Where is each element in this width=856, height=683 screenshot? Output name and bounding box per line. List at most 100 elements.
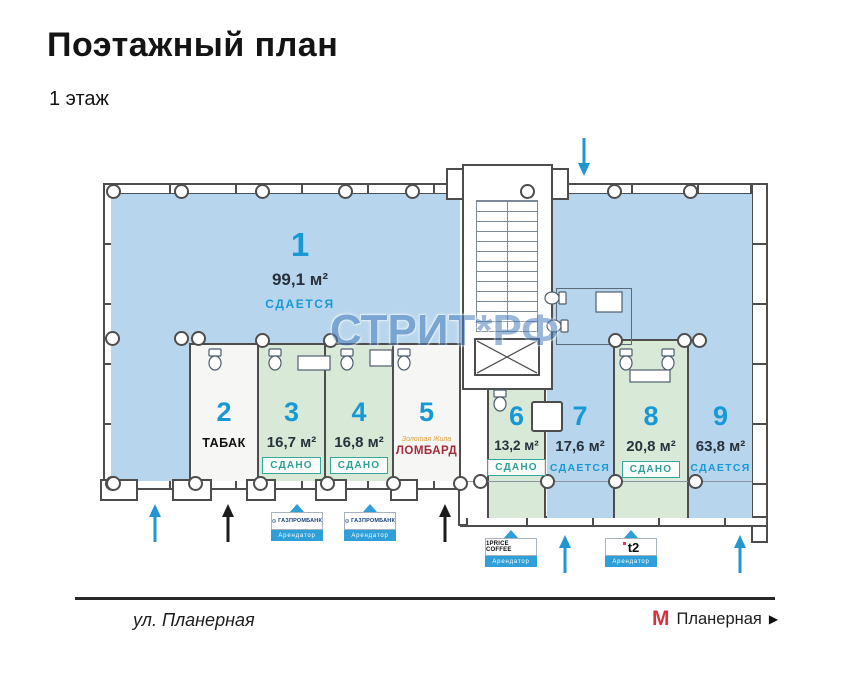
vent-shaft-box — [531, 401, 563, 432]
stairs — [476, 200, 538, 332]
entrance-arrow-unit1-icon — [149, 504, 161, 542]
badge-pointer-icon — [624, 530, 638, 538]
column-marker — [173, 183, 189, 199]
column-marker — [607, 473, 623, 489]
badge-pointer-icon — [504, 530, 518, 538]
unit-5-number: 5 — [418, 397, 435, 427]
street-line — [75, 597, 775, 600]
unit-4-area: 16,8 м² — [334, 434, 384, 451]
badge-brand-text: t2 — [627, 539, 640, 555]
unit-3-label: 3 16,7 м² СДАНО — [259, 398, 324, 474]
gazprombank-logo: ГАЗПРОМБАНК — [344, 512, 396, 530]
unit-6-area: 13,2 м² — [494, 438, 539, 453]
unit-1-area: 99,1 м² — [271, 270, 329, 289]
column-marker — [105, 183, 121, 199]
corridor-region — [462, 390, 489, 518]
wall-unit6-right — [544, 383, 546, 518]
badge-price-coffee: 1PRICE COFFEE Арендатор — [485, 530, 537, 567]
wall-unit6-left — [487, 383, 489, 518]
unit-9-number: 9 — [712, 401, 729, 431]
unit-6-number: 6 — [508, 401, 525, 431]
elevator — [474, 338, 540, 376]
entrance-arrow-unit7-icon — [559, 535, 571, 573]
unit-7-status: СДАЕТСЯ — [549, 462, 611, 474]
badge-pointer-icon — [290, 504, 304, 512]
column-marker — [105, 475, 121, 491]
entrance-arrow-unit2-icon — [222, 504, 234, 542]
gazprombank-flame-icon — [272, 519, 276, 523]
column-marker — [104, 330, 120, 346]
floor-subtitle: 1 этаж — [49, 88, 109, 110]
column-marker — [404, 183, 420, 199]
unit-6-label: 6 13,2 м² СДАНО — [487, 402, 546, 476]
column-marker — [691, 332, 707, 348]
unit-7-area: 17,6 м² — [555, 438, 605, 455]
unit-1-number: 1 — [290, 226, 310, 263]
column-marker — [322, 332, 338, 348]
unit-3-area: 16,7 м² — [266, 434, 317, 451]
beam-line — [462, 481, 752, 482]
unit-4-label: 4 16,8 м² СДАНО — [326, 398, 392, 474]
badge-gazprombank-2: ГАЗПРОМБАНК Арендатор — [344, 504, 396, 541]
metro-logo: М — [652, 607, 670, 630]
column-marker — [519, 183, 535, 199]
badge-t2: t2 Арендатор — [605, 530, 657, 567]
gazprombank-flame-icon — [345, 519, 349, 523]
bathroom-block — [556, 288, 632, 345]
column-marker — [682, 183, 698, 199]
entrance-arrow-unit9-icon — [734, 535, 746, 573]
badge-tenant-label: Арендатор — [271, 530, 323, 541]
column-marker — [337, 183, 353, 199]
wall-unit4-left — [324, 343, 326, 482]
column-marker — [687, 473, 703, 489]
column-marker — [252, 475, 268, 491]
t2-logo: t2 — [605, 538, 657, 556]
wall-unit5-right — [459, 343, 461, 482]
wall-right — [751, 183, 768, 543]
t2-accent-icon — [622, 541, 626, 545]
column-marker — [190, 330, 206, 346]
watermark: СТРИТ*РФ — [330, 306, 559, 355]
unit-9-status: СДАЕТСЯ — [690, 462, 751, 474]
unit-3-status: СДАНО — [262, 457, 321, 474]
unit-8-number: 8 — [643, 401, 659, 431]
unit-8-status: СДАНО — [621, 461, 681, 478]
column-marker — [187, 475, 203, 491]
column-marker — [472, 473, 488, 489]
unit-2-label: 2 ТАБАК — [191, 398, 257, 450]
wall-unit8-top — [613, 339, 689, 341]
unit-1-status: СДАЕТСЯ — [265, 297, 335, 311]
unit-5-brand: Золотая Жила — [401, 436, 452, 443]
metro-block: М Планерная ▶ — [652, 608, 778, 630]
wall-unit8-left — [613, 339, 615, 518]
unit-1-label: 1 99,1 м² СДАЕТСЯ — [230, 226, 370, 312]
column-marker — [606, 183, 622, 199]
unit-3-number: 3 — [283, 397, 300, 427]
wall-unit3-left — [257, 343, 259, 482]
unit-9-label: 9 63,8 м² СДАЕТСЯ — [689, 402, 752, 474]
metro-station-name: Планерная — [676, 609, 762, 628]
column-marker — [539, 473, 555, 489]
metro-direction-arrow-icon: ▶ — [768, 612, 779, 626]
column-marker — [319, 475, 335, 491]
badge-brand-text: ГАЗПРОМБАНК — [278, 518, 322, 524]
unit-2-number: 2 — [216, 397, 232, 427]
elevator-cross — [476, 340, 538, 374]
badge-gazprombank-1: ГАЗПРОМБАНК Арендатор — [271, 504, 323, 541]
column-marker — [607, 332, 623, 348]
badge-tenant-label: Арендатор — [605, 556, 657, 567]
column-marker — [173, 330, 189, 346]
unit-6-status: СДАНО — [487, 459, 546, 476]
entrance-arrow-top-down-icon — [578, 138, 590, 176]
gazprombank-logo: ГАЗПРОМБАНК — [271, 512, 323, 530]
wall-unit5-left — [392, 343, 394, 482]
column-marker — [385, 475, 401, 491]
price-coffee-logo: 1PRICE COFFEE — [485, 538, 537, 556]
unit-5-tenant: ЛОМБАРД — [395, 445, 458, 457]
street-name: ул. Планерная — [133, 610, 255, 630]
unit-8-area: 20,8 м² — [626, 438, 676, 455]
unit-7-number: 7 — [572, 401, 588, 431]
staircase-shaft — [462, 164, 553, 390]
badge-pointer-icon — [363, 504, 377, 512]
